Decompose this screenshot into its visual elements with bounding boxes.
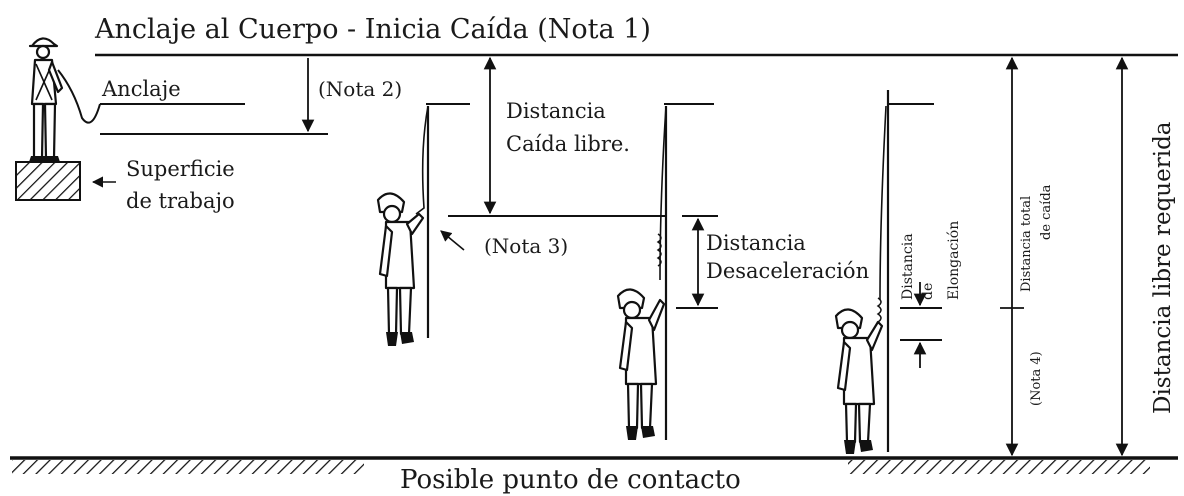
contact-point-label: Posible punto de contacto (400, 465, 741, 495)
falling-worker-1 (376, 103, 470, 346)
work-surface-label-1: Superficie (126, 157, 235, 181)
total-fall-label-2: de caída (1039, 184, 1054, 240)
work-surface-label-2: de trabajo (126, 189, 235, 213)
elongation-label-2: de (920, 283, 936, 300)
nota3-label: (Nota 3) (484, 234, 568, 258)
falling-worker-2 (616, 103, 714, 440)
deceleration-label-2: Desaceleración (706, 259, 869, 283)
free-fall-label-1: Distancia (506, 99, 606, 123)
work-surface-block (15, 161, 81, 201)
total-fall-label-1: Distancia total (1019, 196, 1034, 292)
falling-worker-3 (834, 90, 934, 454)
elongation-label-3: Elongación (946, 221, 962, 300)
ground-hatch-left (12, 460, 364, 474)
anchor-label: Anclaje (101, 77, 181, 101)
deceleration-label-1: Distancia (706, 231, 806, 255)
required-clearance-label: Distancia libre requerida (1150, 121, 1176, 414)
free-fall-label-2: Caída libre. (506, 132, 630, 156)
nota4-label: (Nota 4) (1029, 351, 1044, 406)
ground-hatch-right (848, 460, 1150, 474)
standing-worker-figure (15, 37, 245, 201)
nota2-label: (Nota 2) (318, 77, 402, 101)
nota3-pointer-arrow (440, 230, 465, 251)
elongation-label-1: Distancia (900, 233, 916, 300)
diagram-title: Anclaje al Cuerpo - Inicia Caída (Nota 1… (94, 14, 651, 45)
